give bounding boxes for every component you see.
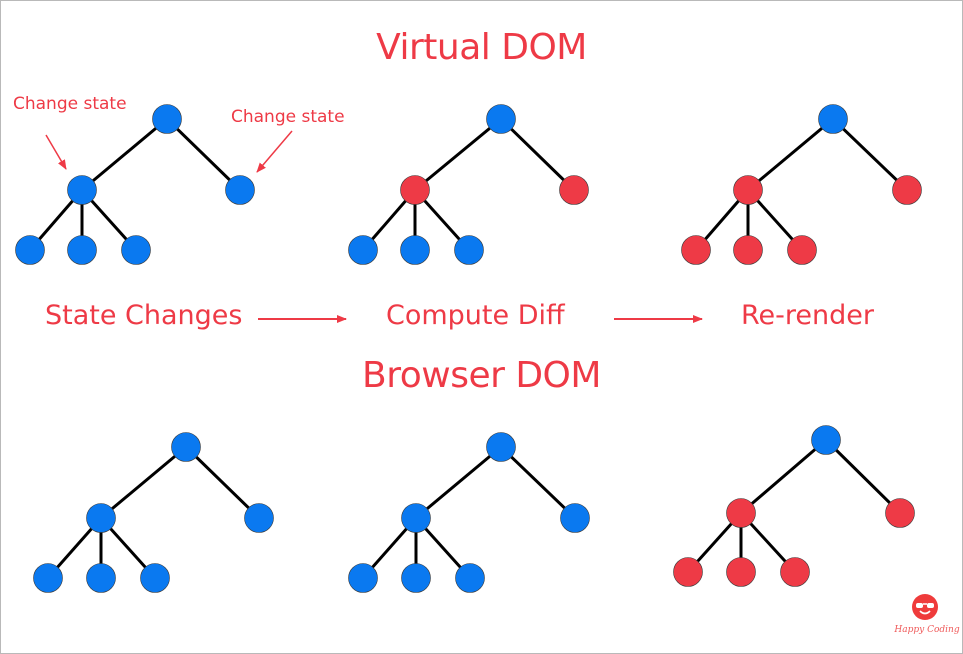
tree-edge	[414, 117, 502, 192]
tree-node	[67, 175, 97, 205]
tree-edge	[747, 117, 834, 192]
tree-node	[885, 498, 915, 528]
logo-text: Happy Coding	[894, 625, 960, 635]
callout-change-state-left: Change state	[13, 94, 127, 114]
tree-node	[486, 104, 516, 134]
tree-edge	[100, 445, 187, 520]
step-compute-diff: Compute Diff	[386, 300, 565, 331]
tree-node	[787, 235, 817, 265]
step-re-render: Re-render	[741, 300, 874, 331]
tree-browser-re-render	[673, 425, 915, 587]
tree-edge	[824, 438, 902, 515]
tree-node	[780, 557, 810, 587]
virtual-dom-title: Virtual DOM	[376, 27, 587, 68]
tree-node	[140, 563, 170, 593]
tree-node	[121, 235, 151, 265]
tree-node	[401, 563, 431, 593]
tree-node	[33, 563, 63, 593]
tree-node	[244, 503, 274, 533]
tree-node	[681, 235, 711, 265]
tree-node	[152, 104, 182, 134]
tree-node	[455, 563, 485, 593]
tree-node	[400, 175, 430, 205]
tree-node	[400, 235, 430, 265]
tree-node	[454, 235, 484, 265]
tree-edge	[415, 445, 502, 520]
tree-node	[486, 432, 516, 462]
tree-node	[86, 563, 116, 593]
tree-node	[892, 175, 922, 205]
happy-coding-logo: Happy Coding	[892, 592, 962, 652]
tree-node	[67, 235, 97, 265]
tree-node	[673, 557, 703, 587]
sunglasses-smiley-icon	[912, 594, 938, 620]
callout-arrow-2	[256, 130, 293, 173]
tree-virtual-state-changes	[15, 104, 255, 265]
tree-node	[726, 557, 756, 587]
step-state-changes: State Changes	[45, 300, 243, 331]
tree-node	[86, 503, 116, 533]
tree-edge	[831, 117, 909, 192]
tree-node	[348, 235, 378, 265]
tree-node	[733, 175, 763, 205]
callout-change-state-right: Change state	[231, 107, 345, 127]
tree-edge	[81, 117, 168, 192]
tree-edge	[499, 445, 577, 520]
tree-node	[726, 498, 756, 528]
tree-browser-state-changes	[33, 432, 274, 593]
tree-node	[559, 175, 589, 205]
tree-node	[560, 503, 590, 533]
tree-node	[401, 503, 431, 533]
callout-arrow-1	[45, 134, 67, 170]
tree-edge	[165, 117, 242, 192]
tree-node	[818, 104, 848, 134]
browser-dom-title: Browser DOM	[362, 355, 601, 396]
tree-virtual-compute-diff	[348, 104, 589, 265]
tree-node	[348, 563, 378, 593]
tree-node	[171, 432, 201, 462]
tree-edge	[499, 117, 576, 192]
tree-virtual-re-render	[681, 104, 922, 265]
tree-node	[733, 235, 763, 265]
trees-layer	[15, 104, 922, 593]
tree-edge	[740, 438, 827, 515]
tree-browser-compute-diff	[348, 432, 590, 593]
tree-edge	[184, 445, 261, 520]
tree-node	[225, 175, 255, 205]
tree-node	[15, 235, 45, 265]
tree-node	[811, 425, 841, 455]
